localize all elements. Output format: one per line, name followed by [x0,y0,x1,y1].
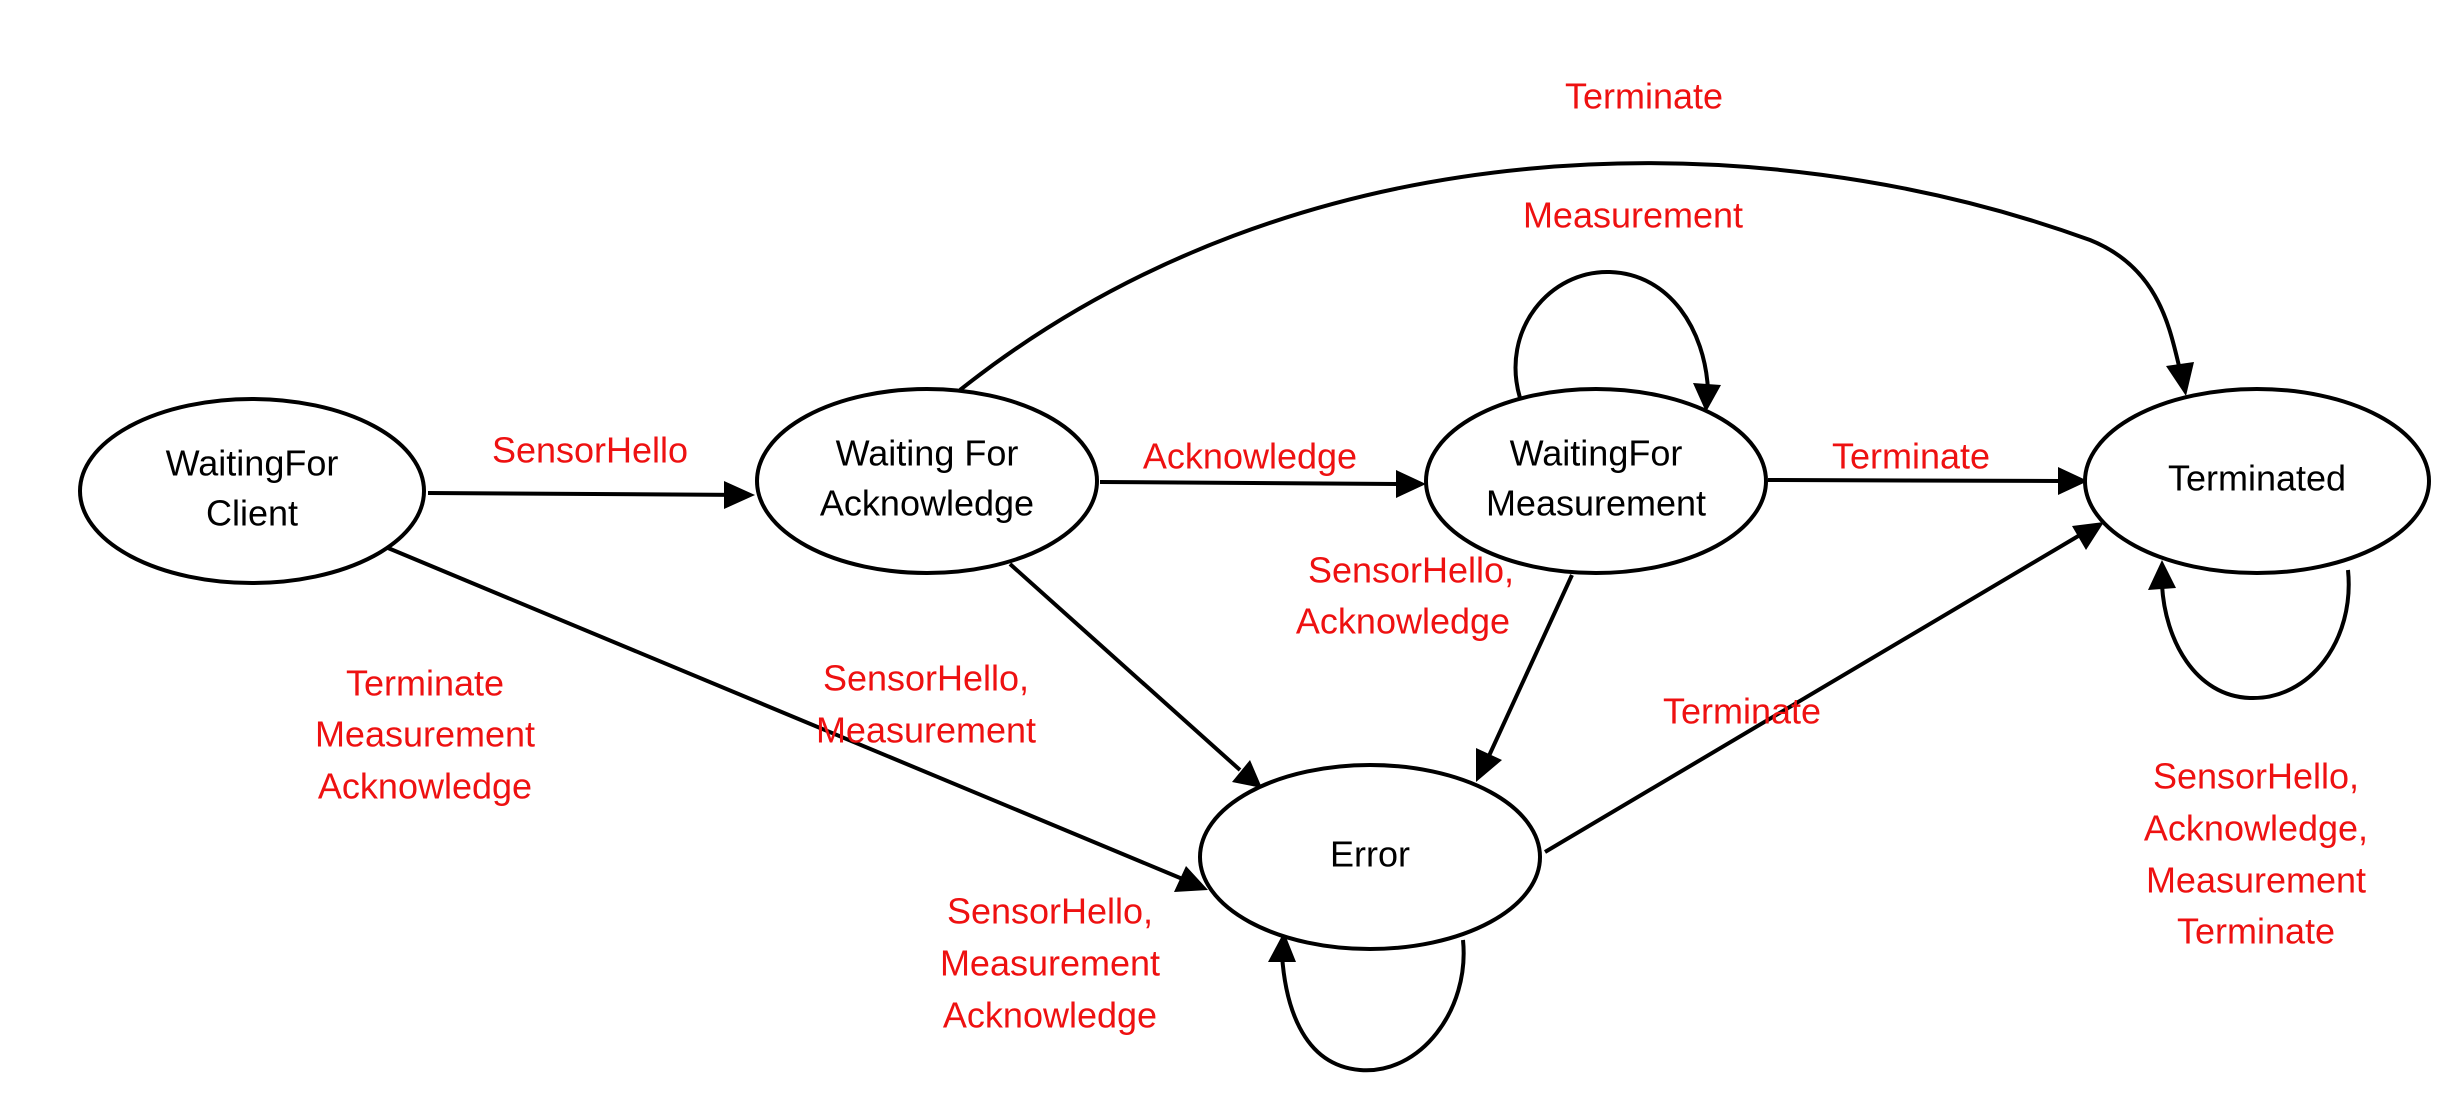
state-error: Error [1198,763,1542,951]
edge-terminated-self [2160,569,2351,701]
state-waiting-for-client-line2: Client [206,493,298,534]
arrowhead-client-to-error [1174,866,1208,892]
label-measurement-to-error-2: Acknowledge [1296,601,1510,642]
label-measurement-self: Measurement [1523,195,1743,236]
state-terminated: Terminated [2083,387,2431,575]
edge-measurement-to-error [1486,574,1574,759]
edge-ack-to-measurement [1099,480,1401,486]
arrowhead-ack-to-measurement [1396,470,1426,498]
state-waiting-for-client-line1: WaitingFor [166,443,339,484]
state-waiting-for-acknowledge-line1: Waiting For [836,433,1019,474]
state-waiting-for-acknowledge-line2: Acknowledge [820,483,1034,524]
edges [387,161,2351,1073]
edge-ack-to-error [1008,562,1242,772]
edge-client-to-error [387,546,1186,882]
label-error-to-terminated: Terminate [1663,691,1821,732]
label-ack-to-measurement: Acknowledge [1143,436,1357,477]
label-terminated-self-4: Terminate [2177,911,2335,952]
transition-labels: SensorHello Terminate Measurement Acknow… [315,76,2368,1036]
label-error-self-3: Acknowledge [943,995,1157,1036]
label-terminated-self-2: Acknowledge, [2144,808,2368,849]
edge-error-self [1280,939,1466,1073]
state-waiting-for-client: WaitingFor Client [78,397,426,585]
label-measurement-to-error-1: SensorHello, [1308,550,1514,591]
label-ack-to-terminated: Terminate [1565,76,1723,117]
arrowhead-ack-to-terminated [2166,362,2194,396]
label-ack-to-error-1: SensorHello, [823,658,1029,699]
edge-client-to-ack [427,491,751,497]
label-client-to-error-1: Terminate [346,663,504,704]
label-measurement-to-terminated: Terminate [1832,436,1990,477]
arrowhead-terminated-self [2148,560,2176,590]
arrowhead-error-self [1268,932,1296,962]
state-waiting-for-measurement-line2: Measurement [1486,483,1706,524]
edge-measurement-self [1513,269,1710,399]
label-terminated-self-3: Measurement [2146,860,2366,901]
arrowhead-error-to-terminated [2072,522,2104,550]
arrowhead-measurement-to-terminated [2058,467,2088,495]
label-error-self-2: Measurement [940,943,1160,984]
arrowhead-ack-to-error [1232,760,1262,788]
edge-ack-to-terminated [958,161,2182,392]
arrowhead-measurement-self [1693,383,1721,412]
state-waiting-for-measurement: WaitingFor Measurement [1424,387,1768,575]
label-terminated-self-1: SensorHello, [2153,756,2359,797]
label-client-to-error-3: Acknowledge [318,766,532,807]
arrowhead-client-to-ack [724,481,755,509]
edge-error-to-terminated [1543,533,2082,854]
state-waiting-for-acknowledge: Waiting For Acknowledge [755,387,1099,575]
state-waiting-for-measurement-line1: WaitingFor [1510,433,1683,474]
label-error-self-1: SensorHello, [947,891,1153,932]
edge-measurement-to-terminated [1767,478,2061,483]
label-client-to-error-2: Measurement [315,714,535,755]
arrowhead-measurement-to-error [1476,748,1502,782]
state-terminated-label: Terminated [2168,458,2346,499]
label-client-to-ack: SensorHello [492,430,688,471]
state-error-label: Error [1330,834,1410,875]
label-ack-to-error-2: Measurement [816,710,1036,751]
